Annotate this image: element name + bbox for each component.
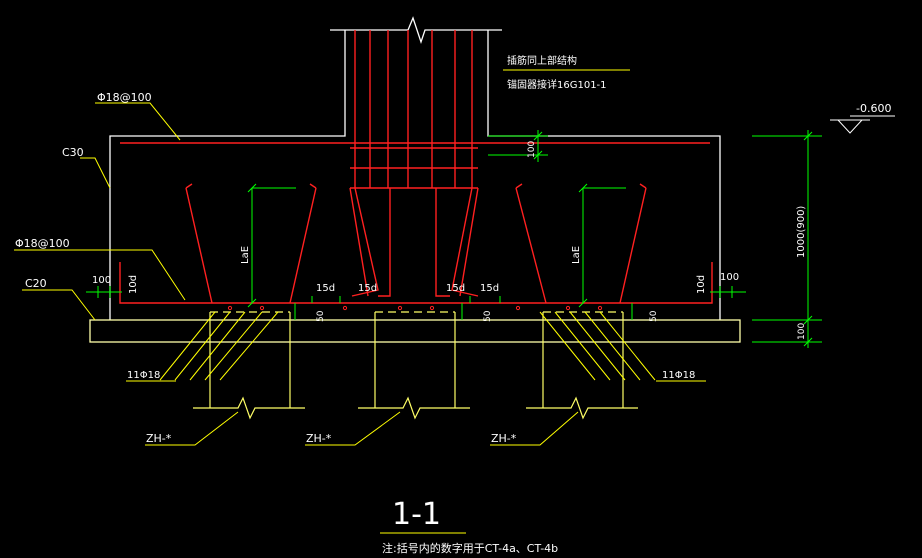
dim-cushion-label: 100: [797, 323, 807, 340]
anchor-15d-1: 15d: [316, 283, 335, 294]
hook-right-label: 10d: [696, 275, 707, 294]
rebar: [119, 30, 713, 304]
pile-mid-label: ZH-*: [306, 432, 332, 445]
lae-left-label: LaE: [240, 246, 251, 264]
lae-right-label: LaE: [571, 246, 582, 264]
elevation-symbol: [830, 115, 895, 134]
anchor-15d-4: 15d: [480, 283, 499, 294]
pile-rebar-left-label: 11Φ18: [127, 370, 160, 381]
pile-right-label: ZH-*: [491, 432, 517, 445]
hook-left-label: 10d: [128, 275, 139, 294]
dim-side-right-label: 100: [720, 272, 739, 283]
concrete-cushion-label: C20: [25, 277, 47, 290]
elevation-label: -0.600: [856, 102, 891, 115]
column-note-2: 锚固器接详16G101-1: [507, 78, 607, 91]
section-note: 注:括号内的数字用于CT-4a、CT-4b: [382, 541, 558, 555]
anchor-15d-2: 15d: [358, 283, 377, 294]
rebar-top-label: Φ18@100: [97, 91, 152, 104]
column-note-1: 插筋同上部结构: [507, 54, 577, 67]
pile-rebar-right-label: 11Φ18: [662, 370, 695, 381]
cover-50-3: 50: [649, 310, 659, 322]
rebar-dots: [227, 305, 603, 311]
dimension-lines: [86, 130, 822, 348]
pile-cap-outline: [109, 16, 721, 320]
concrete-main-label: C30: [62, 146, 84, 159]
cover-50-1: 50: [316, 310, 326, 322]
anchor-15d-3: 15d: [446, 283, 465, 294]
piles: [193, 311, 638, 420]
cover-50-2: 50: [483, 310, 493, 322]
dim-height-label: 1000(900): [796, 206, 807, 258]
dim-top-cover-label: 100: [527, 141, 537, 158]
section-title: 1-1: [392, 497, 441, 532]
cushion-layer: [89, 319, 741, 343]
leader-lines: [14, 69, 706, 534]
pile-left-label: ZH-*: [146, 432, 172, 445]
rebar-bottom-label: Φ18@100: [15, 237, 70, 250]
dim-side-left-label: 100: [92, 275, 111, 286]
